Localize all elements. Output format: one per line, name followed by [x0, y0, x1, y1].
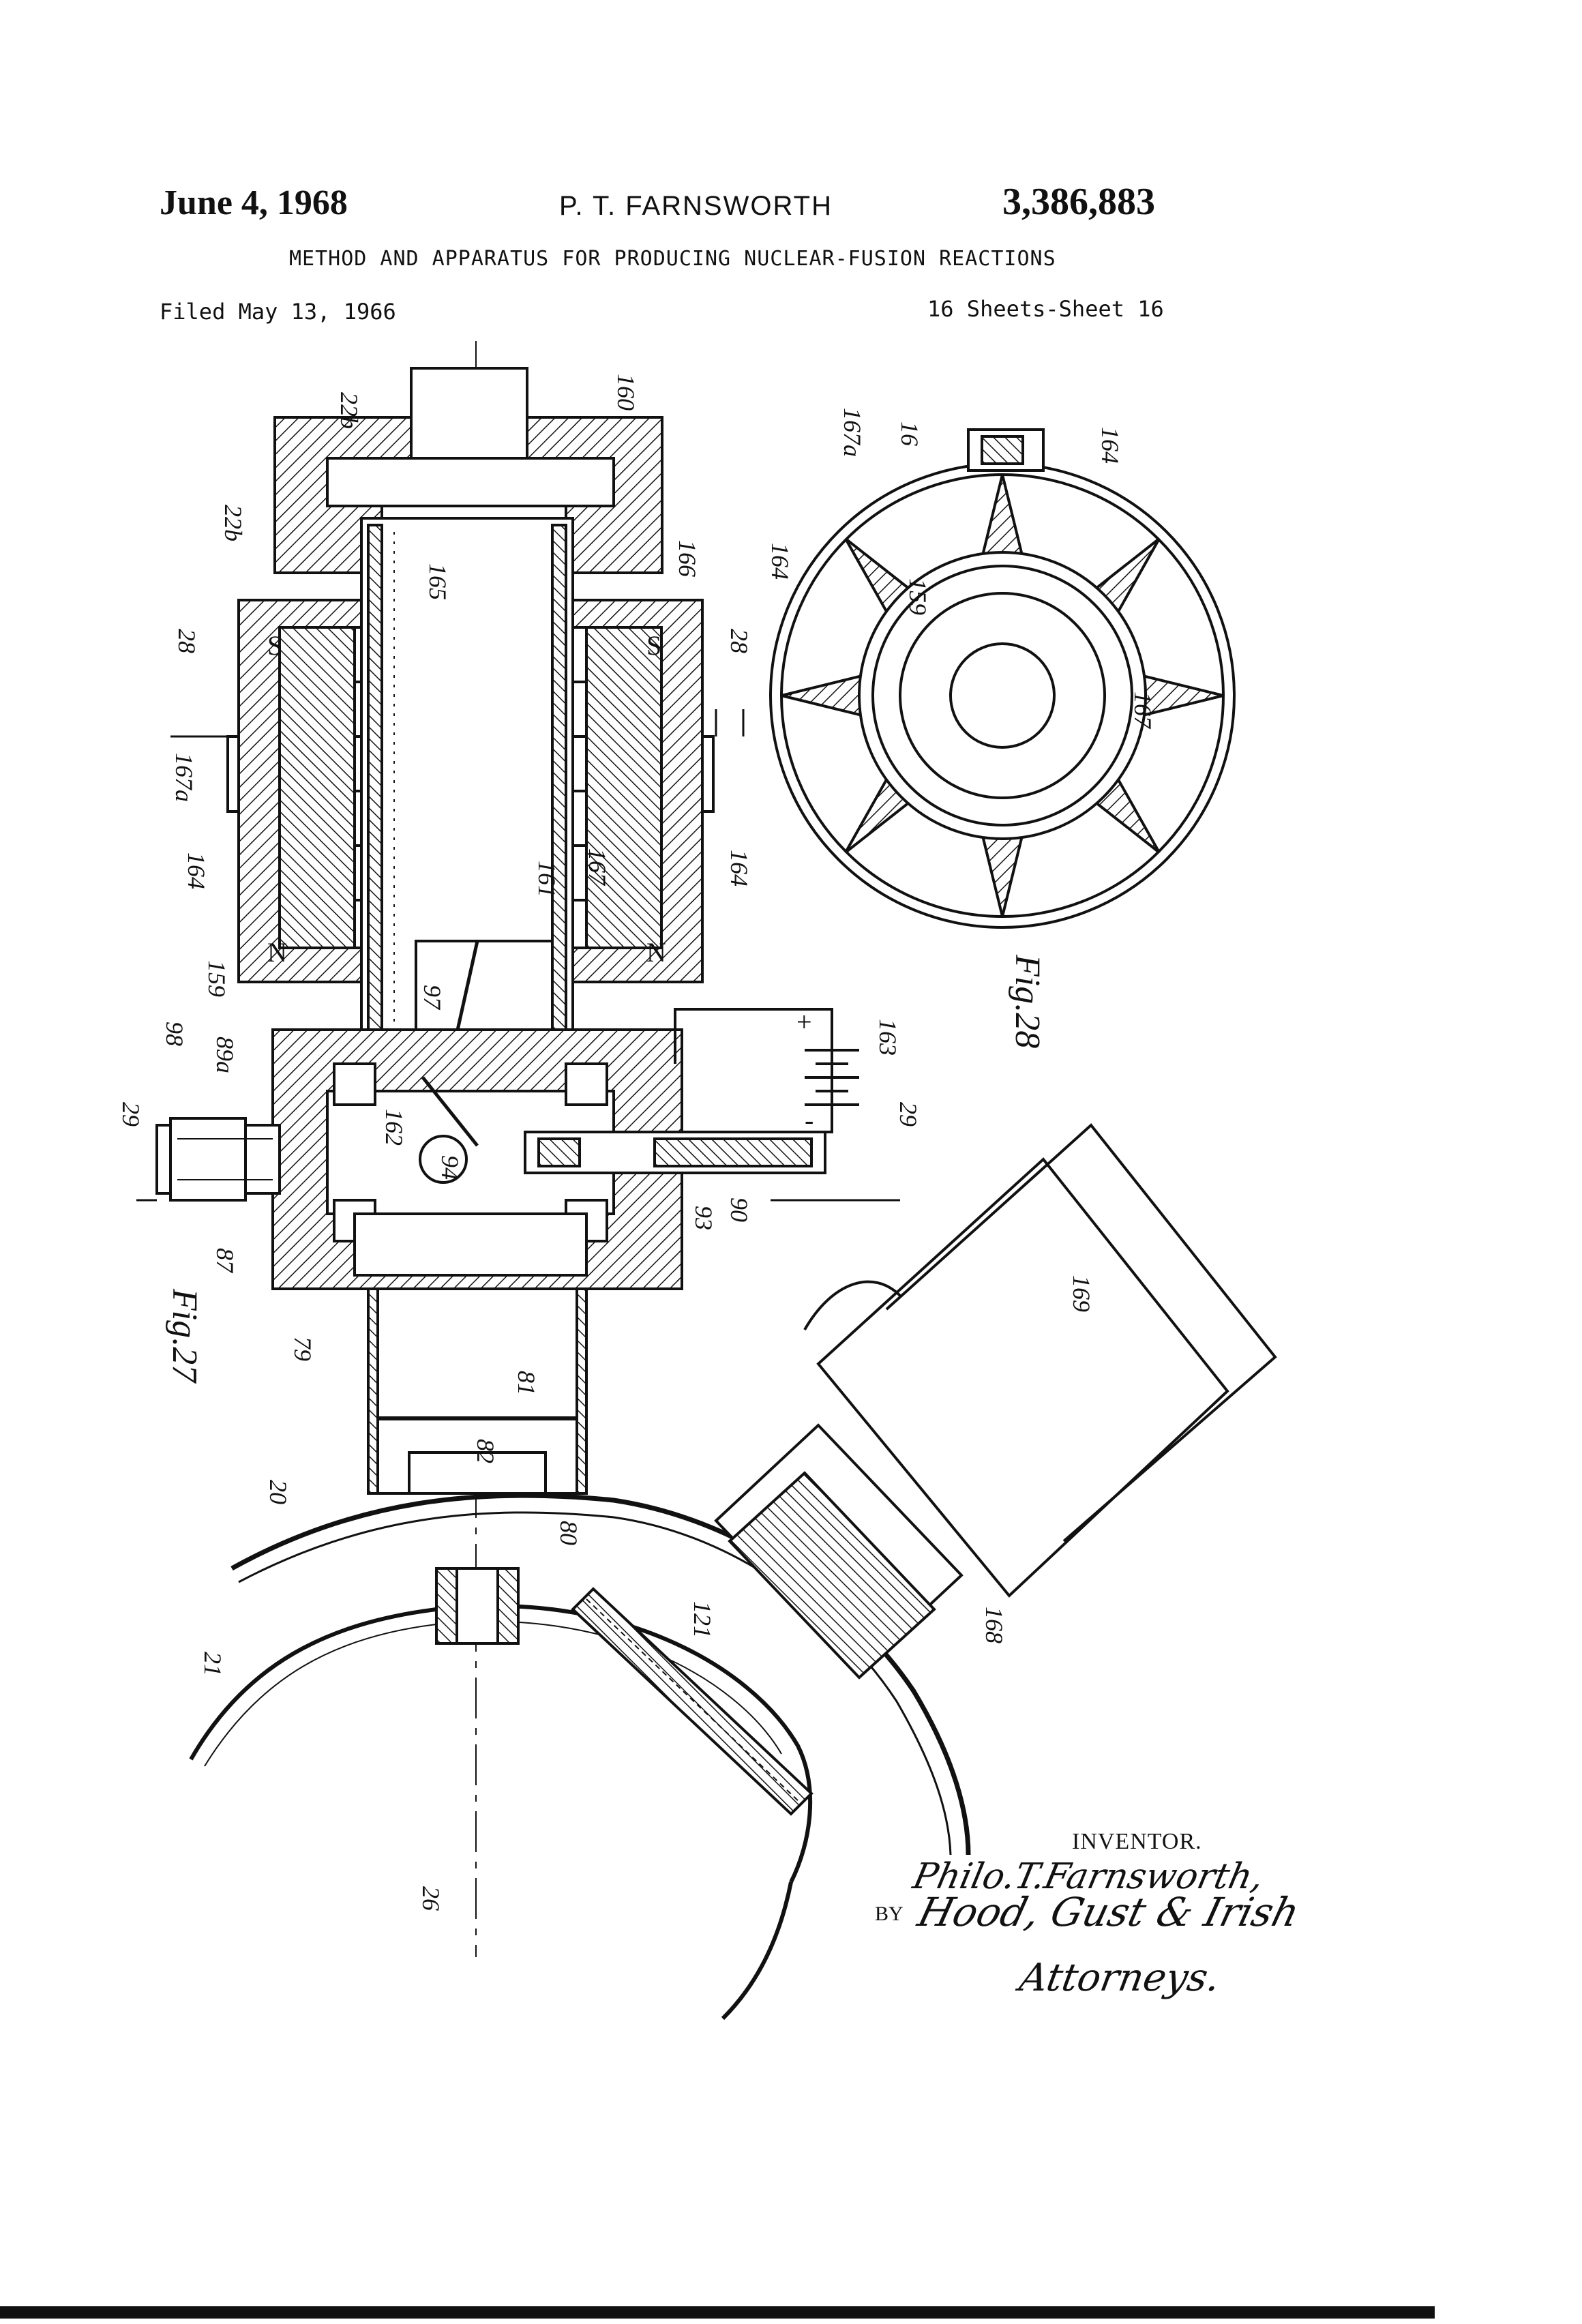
ref-82: 82 [472, 1439, 499, 1463]
ref-22b-side: 22b [220, 505, 247, 541]
battery-plus: + [796, 1007, 812, 1037]
patent-number: 3,386,883 [1002, 181, 1155, 223]
ref-81: 81 [513, 1371, 540, 1395]
ref-98: 98 [161, 1022, 188, 1046]
ref-164-top-fig28: 164 [1096, 427, 1124, 464]
pole-label-s-right: S [646, 630, 661, 661]
pole-label-n-left: N [267, 937, 287, 968]
ref-29-right: 29 [895, 1102, 922, 1127]
fig28-cross-section [769, 428, 1236, 929]
ref-79: 79 [289, 1337, 316, 1361]
pole-label-s-left: S [267, 630, 282, 661]
ref-167-fig28: 167 [1129, 691, 1156, 730]
ref-21: 21 [199, 1652, 226, 1676]
section-lines [136, 709, 900, 1202]
ref-166: 166 [674, 540, 701, 577]
ref-169: 169 [1068, 1275, 1095, 1312]
ref-87: 87 [211, 1248, 239, 1274]
ref-168: 168 [981, 1607, 1008, 1643]
ref-93: 93 [690, 1206, 717, 1230]
attorney-signature: Hood, Gust & Irish [913, 1889, 1304, 1935]
figure-label-27: Fig.27 [165, 1288, 204, 1384]
ref-20: 20 [265, 1480, 292, 1504]
ref-28-right: 28 [726, 629, 753, 653]
patent-date: June 4, 1968 [160, 183, 348, 222]
figure-labels: Fig.27 Fig.28 [165, 954, 1047, 1384]
battery-minus: - [805, 1105, 814, 1135]
by-label: BY [875, 1903, 904, 1925]
figure-label-28: Fig.28 [1008, 954, 1047, 1048]
ref-167a-left: 167a [170, 753, 198, 802]
ref-163: 163 [874, 1019, 901, 1056]
ref-165: 165 [424, 563, 451, 600]
filed-date: Filed May 13, 1966 [160, 299, 396, 325]
ref-26: 26 [417, 1886, 445, 1911]
ref-89a: 89a [211, 1037, 239, 1073]
inventor-name: P. T. FARNSWORTH [559, 191, 833, 221]
ref-28-left: 28 [173, 629, 200, 653]
ref-29-left: 29 [117, 1102, 145, 1127]
ref-90: 90 [726, 1197, 753, 1222]
sheet-count: 16 Sheets-Sheet 16 [927, 296, 1164, 322]
ref-121: 121 [689, 1601, 716, 1638]
ref-97: 97 [419, 985, 446, 1011]
ref-167: 167 [584, 848, 611, 887]
patent-title: METHOD AND APPARATUS FOR PRODUCING NUCLE… [289, 247, 1056, 271]
ref-22b-top: 22b [335, 392, 363, 429]
fig27-assembly [155, 341, 1277, 2021]
ref-161: 161 [533, 861, 561, 897]
pole-label-n-right: N [646, 937, 666, 968]
inventor-caption: INVENTOR. [1072, 1829, 1202, 1854]
ref-162: 162 [380, 1109, 408, 1146]
pole-labels: S S N N + - [267, 630, 814, 1135]
ref-160: 160 [612, 374, 640, 411]
ref-94: 94 [436, 1155, 464, 1180]
ref-16-fig28: 16 [896, 421, 923, 446]
ref-164-right: 164 [726, 850, 753, 887]
reference-numerals: 22b 22b 160 166 165 167a 164 164 167 161… [117, 374, 1156, 1911]
ref-159: 159 [203, 960, 230, 997]
ref-80: 80 [555, 1521, 582, 1545]
attorneys-label: Attorneys. [1016, 1956, 1224, 2000]
bottom-rule [0, 2306, 1435, 2319]
ref-164-left: 164 [183, 852, 210, 889]
ref-167a-fig28: 167a [839, 408, 866, 457]
ref-164-left-fig28: 164 [766, 543, 794, 580]
ref-159-fig28: 159 [904, 578, 931, 615]
